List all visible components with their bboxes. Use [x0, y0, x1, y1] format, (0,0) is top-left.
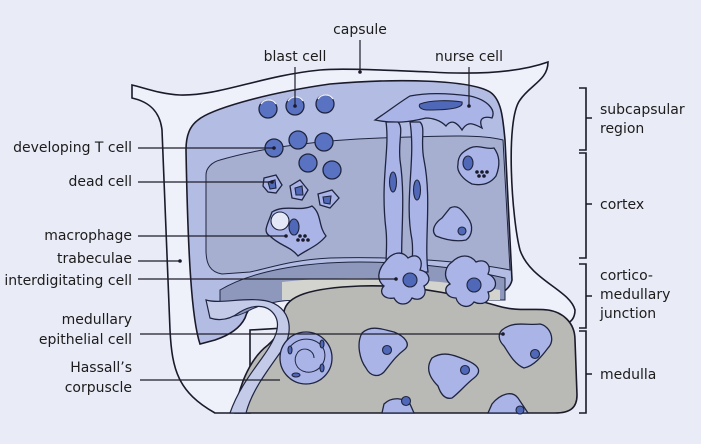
hassalls-corpuscle-shape	[279, 331, 333, 385]
label-medullary-epithelial-cell-line1: medullary	[62, 312, 132, 328]
label-medullary-epithelial-cell-line2: epithelial cell	[39, 332, 132, 348]
bracket-cortex	[579, 152, 592, 259]
label-capsule: capsule	[333, 22, 387, 38]
region-label-corticomedullary-line1: cortico-	[600, 268, 653, 284]
label-developing-t-cell: developing T cell	[13, 140, 132, 156]
region-label-subcapsular-line2: region	[600, 121, 644, 137]
cortex-epithelial-cells	[432, 145, 500, 242]
region-label-corticomedullary-line2: medullary	[600, 287, 670, 303]
region-label-subcapsular-line1: subcapsular	[600, 102, 685, 118]
dead-cells	[262, 174, 340, 209]
label-hassalls-corpuscle-line2: corpuscle	[65, 380, 132, 396]
label-interdigitating-cell: interdigitating cell	[4, 273, 132, 289]
label-dead-cell: dead cell	[68, 174, 132, 190]
developing-t-cells	[264, 130, 342, 180]
region-label-cortex: cortex	[600, 197, 644, 213]
label-hassalls-corpuscle-line1: Hassall’s	[70, 360, 132, 376]
bracket-corticomedullary	[579, 263, 592, 329]
bracket-subcapsular	[579, 87, 592, 151]
region-label-corticomedullary-line3: junction	[599, 306, 656, 322]
macrophage-cell	[265, 205, 327, 257]
leader-lines	[138, 40, 505, 381]
label-macrophage: macrophage	[44, 228, 132, 244]
nurse-cell-shape	[373, 93, 494, 132]
epithelial-strands	[383, 121, 429, 273]
label-nurse-cell: nurse cell	[435, 49, 503, 65]
region-brackets	[579, 87, 592, 414]
interdigitating-cells	[378, 252, 497, 308]
medullary-epithelial-cells	[358, 323, 553, 415]
label-trabeculae: trabeculae	[57, 251, 132, 267]
region-label-medulla: medulla	[600, 367, 656, 383]
label-blast-cell: blast cell	[264, 49, 327, 65]
bracket-medulla	[579, 330, 592, 414]
